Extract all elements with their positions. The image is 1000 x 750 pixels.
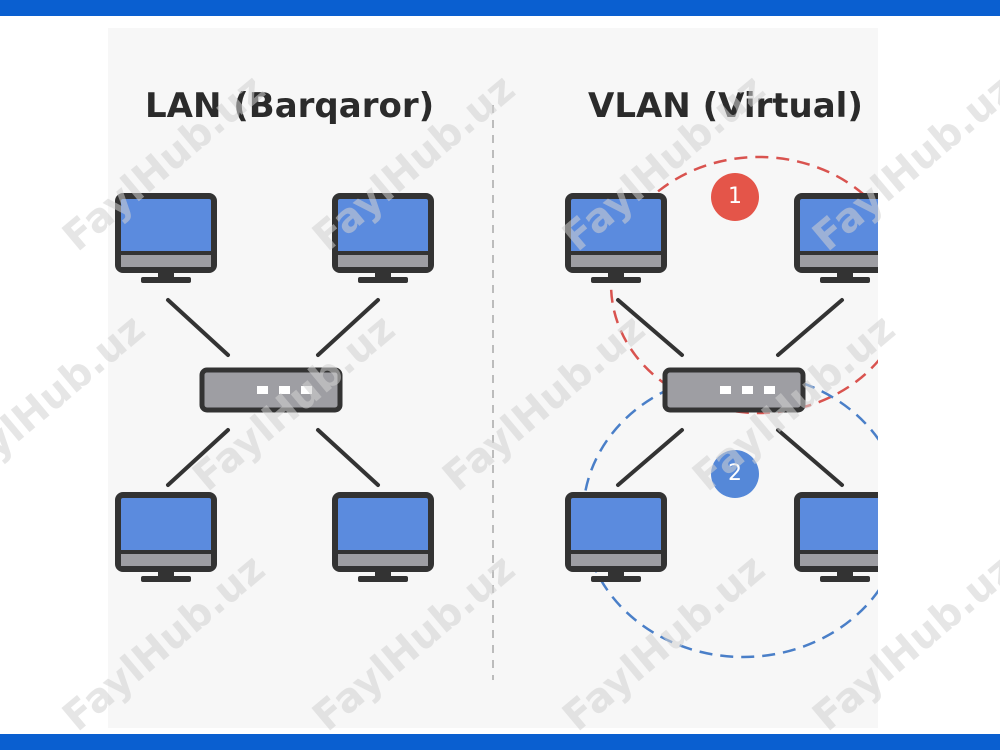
lan-computer-3 bbox=[118, 495, 214, 582]
right-margin bbox=[878, 16, 1000, 734]
vlan-2-ring bbox=[581, 371, 881, 659]
lan-title: LAN (Barqaror) bbox=[145, 86, 435, 126]
vlan-computer-1 bbox=[568, 196, 664, 283]
vlan-2-badge: 2 bbox=[711, 450, 759, 498]
vlan-title: VLAN (Virtual) bbox=[588, 86, 863, 126]
vlan-cables bbox=[616, 298, 844, 487]
lan-cables bbox=[166, 298, 380, 487]
lan-computer-2 bbox=[335, 196, 431, 283]
vlan-1-badge: 1 bbox=[711, 173, 759, 221]
lan-computer-1 bbox=[118, 196, 214, 283]
bottom-frame-bar bbox=[0, 734, 1000, 750]
lan-switch bbox=[202, 370, 340, 410]
vlan-computer-3 bbox=[568, 495, 664, 582]
lan-computer-4 bbox=[335, 495, 431, 582]
top-frame-bar bbox=[0, 0, 1000, 16]
vlan-switch bbox=[665, 370, 803, 410]
